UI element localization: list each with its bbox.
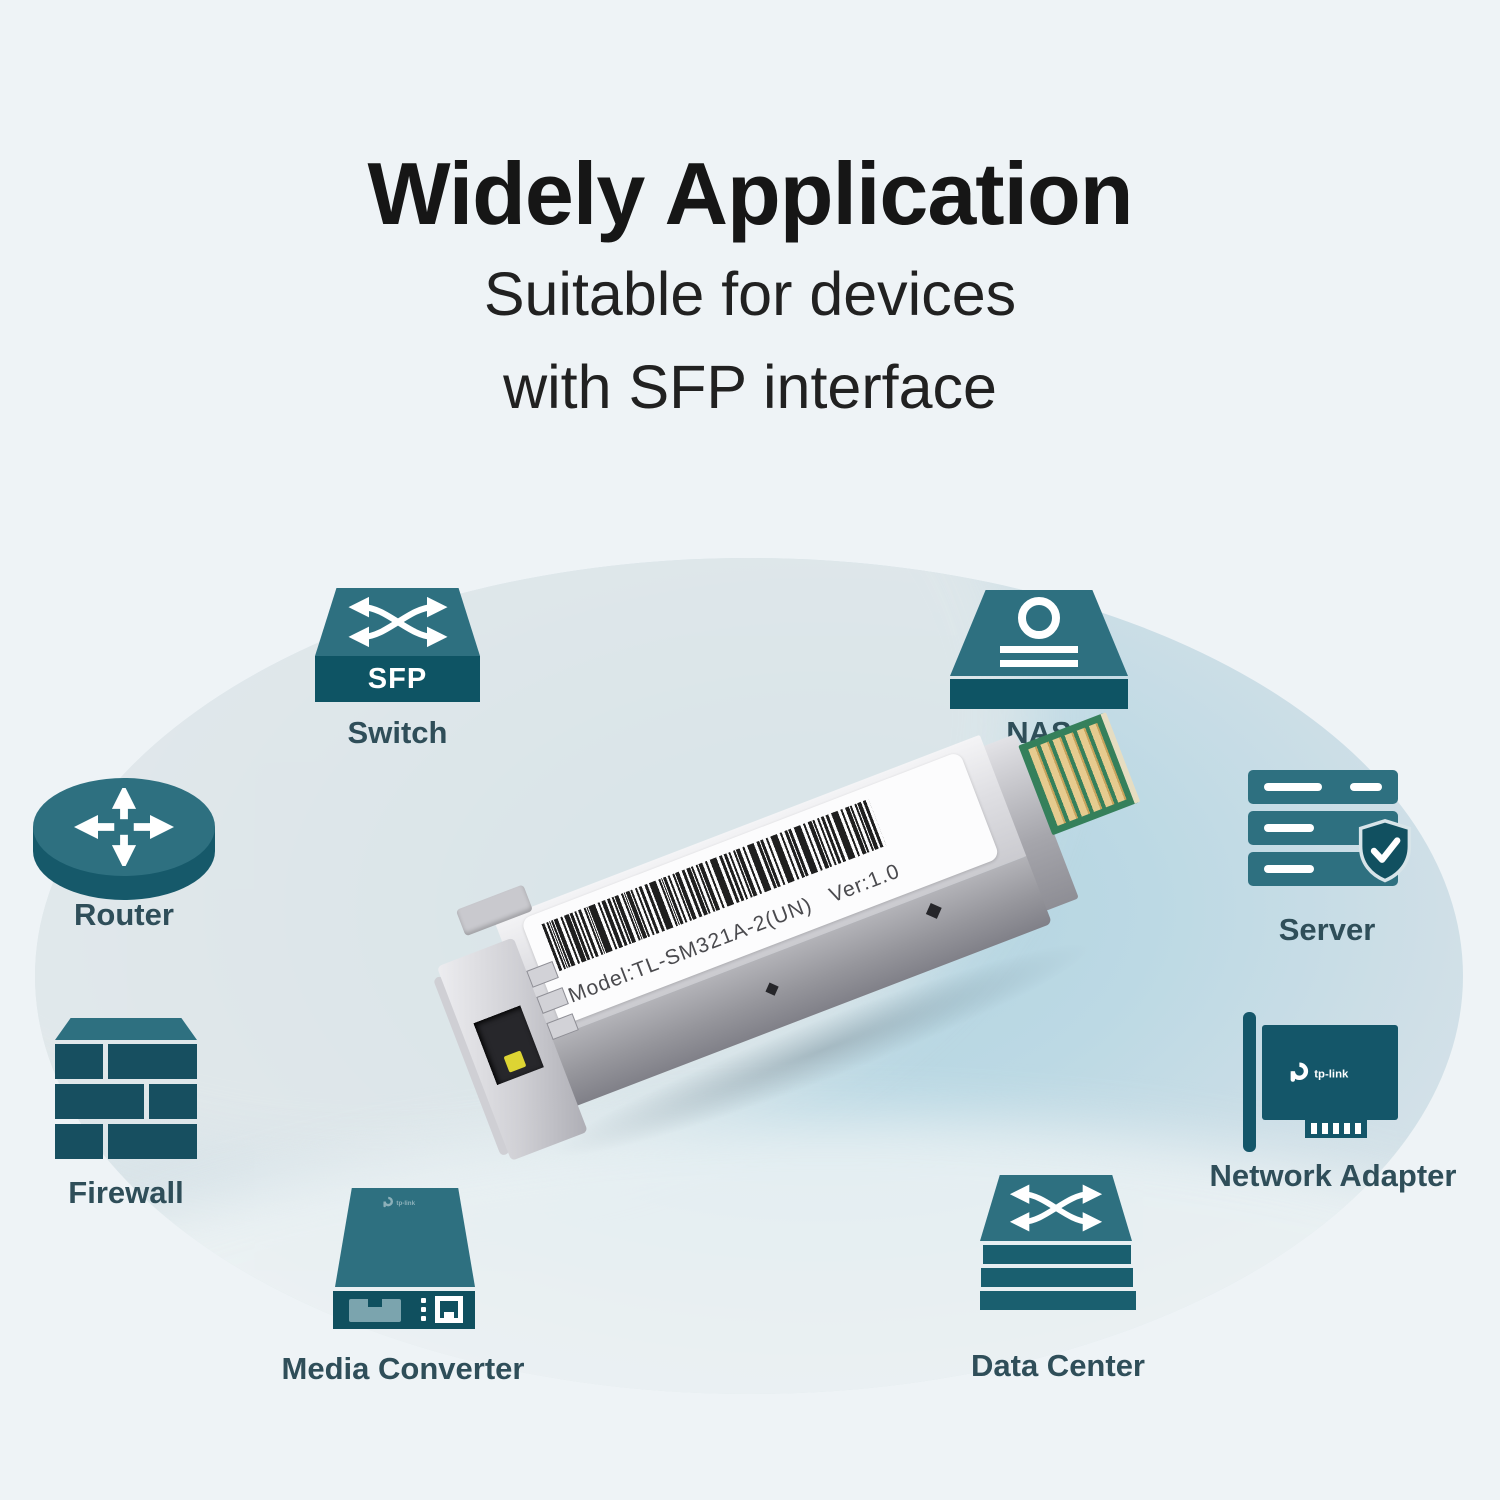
data-center-label: Data Center [971,1348,1145,1383]
device-network-adapter: tp-link Network Adapter [1210,1012,1456,1202]
switch-label: Switch [347,715,448,750]
device-server: Server [1248,770,1414,950]
gold-fingers [1028,722,1127,826]
four-way-arrows-icon [73,788,175,866]
device-switch: SFP Switch [315,588,480,758]
crossed-arrows-icon [347,596,448,648]
server-label: Server [1278,912,1376,947]
network-adapter-icon [1243,1012,1256,1152]
sfp-badge-text: SFP [367,662,428,695]
device-nas: NAS [950,590,1128,760]
rj45-icon [435,1296,463,1323]
svg-text:tp-link: tp-link [396,1200,415,1207]
firewall-label: Firewall [68,1175,184,1210]
nas-icon [950,590,1128,676]
media-converter-front-panel [333,1291,475,1329]
tp-link-logo-text: tp-link [1314,1068,1349,1080]
fiber-port-icon [349,1298,401,1322]
server-icon [1248,770,1398,804]
device-data-center: Data Center [971,1175,1145,1383]
data-center-icon [980,1175,1132,1241]
sfp-module-photo: Model:TL-SM321A-2(UN) Ver:1.0 [420,700,1141,1183]
device-firewall: Firewall [55,1018,197,1210]
router-icon [33,778,215,876]
subtitle-line-2: with SFP interface [503,352,997,421]
media-converter-label: Media Converter [281,1351,525,1386]
shield-check-icon [1356,816,1414,886]
tp-link-logo-icon: tp-link [1290,1062,1349,1082]
sfp-port-badge: SFP [315,656,480,702]
switch-icon [315,588,480,656]
nas-disk-icon [1018,597,1060,639]
subtitle-line-1: Suitable for devices [483,260,1017,328]
tp-link-logo-faint-icon: tp-link [383,1196,416,1208]
network-adapter-label: Network Adapter [1209,1158,1457,1193]
crossed-arrows-icon [1009,1184,1103,1232]
device-router: Router [33,778,215,932]
page-title: Widely Application [367,143,1133,243]
media-converter-icon: tp-link [335,1188,475,1287]
router-label: Router [74,897,174,932]
pcie-connector [1305,1120,1367,1138]
device-media-converter: tp-link Media Converter [282,1188,524,1388]
firewall-icon [55,1018,197,1040]
page-subtitle: Suitable for devices with SFP interface [0,248,1500,433]
